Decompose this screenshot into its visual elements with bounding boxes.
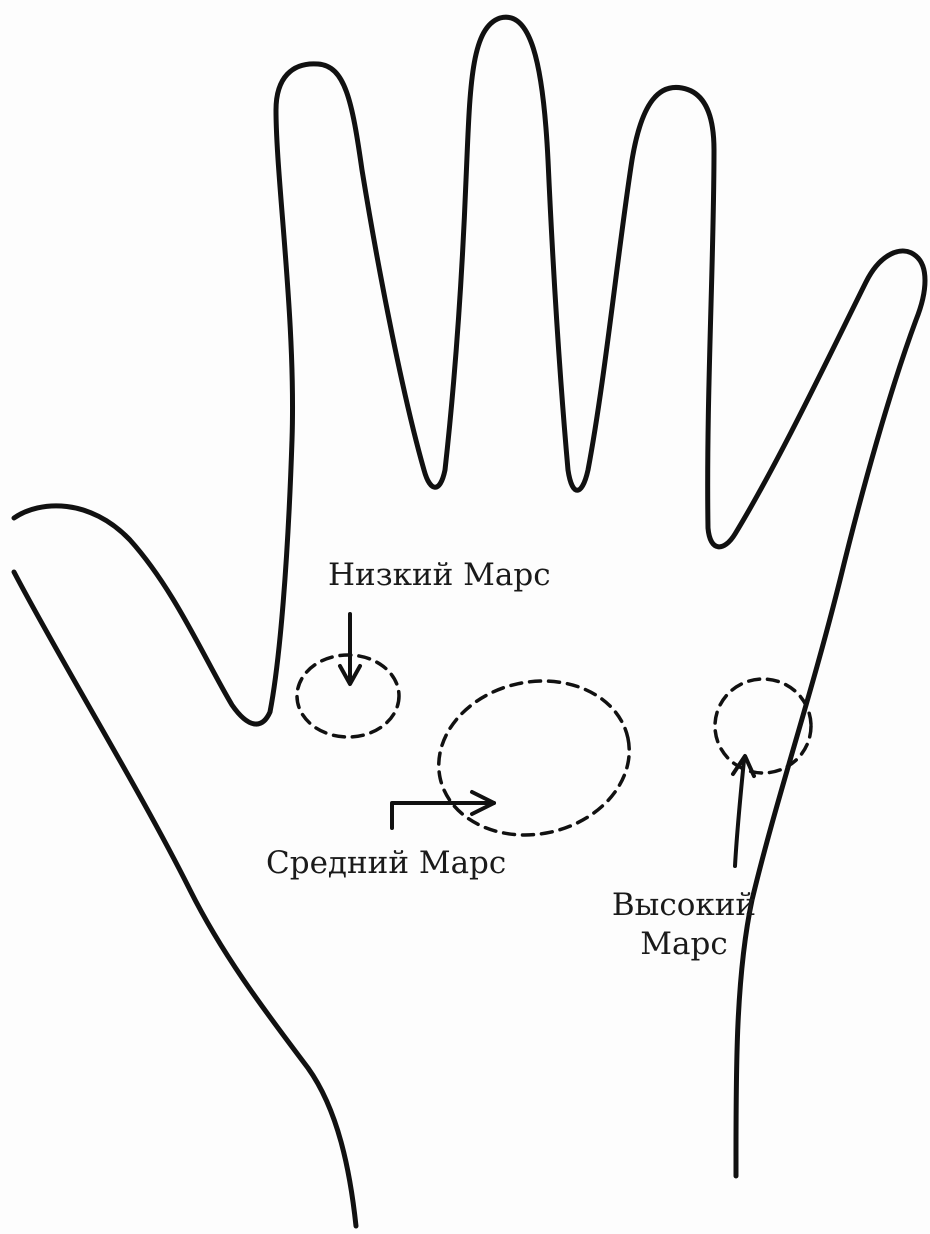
upper-mars-label-line1: Высокий xyxy=(604,886,764,925)
middle-mars-arrow xyxy=(392,792,494,828)
hand-outline xyxy=(14,17,925,1176)
upper-mars-arrow xyxy=(733,756,754,866)
thumb-outer-edge xyxy=(14,572,356,1226)
middle-mars-zone xyxy=(424,664,643,853)
upper-mars-zone xyxy=(715,679,811,773)
lower-mars-arrow xyxy=(340,614,360,684)
middle-mars-label: Средний Марс xyxy=(266,844,506,883)
lower-mars-label: Низкий Марс xyxy=(328,556,551,595)
upper-mars-label: Высокий Марс xyxy=(604,886,764,964)
upper-mars-label-line2: Марс xyxy=(604,925,764,964)
